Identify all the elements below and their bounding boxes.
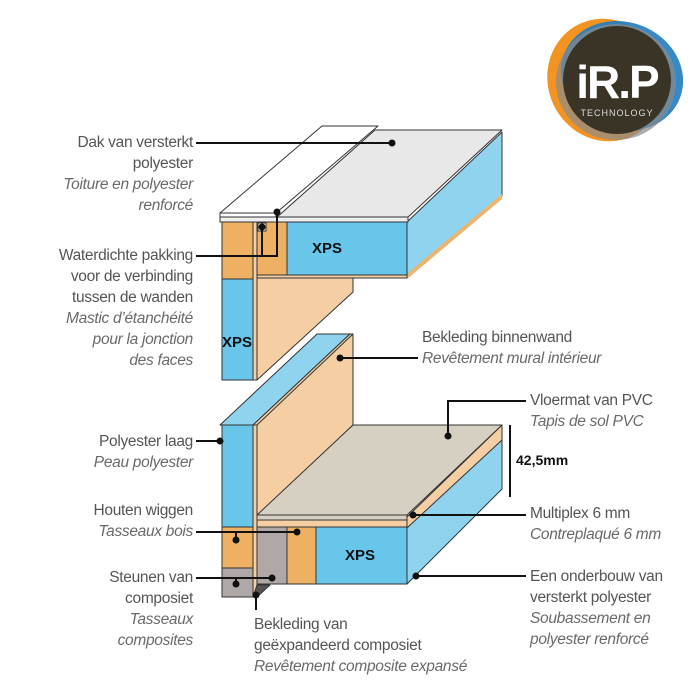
label-fr: polyester renforcé — [530, 631, 649, 648]
label-expanded-composite: Bekleding van geëxpandeerd composiet Rev… — [254, 614, 467, 677]
svg-text:XPS: XPS — [345, 547, 375, 564]
label-seal: Waterdichte pakking voor de verbinding t… — [59, 245, 193, 371]
upper-wood-wedge — [221, 221, 254, 280]
svg-text:iR.P: iR.P — [576, 56, 659, 108]
label-fr: Peau polyester — [93, 454, 194, 471]
label-roof: Dak van versterkt polyester Toiture en p… — [63, 132, 193, 216]
multiplex-layer — [256, 519, 408, 528]
label-fr: Soubassement en — [530, 610, 651, 627]
label-nl: polyester — [132, 155, 194, 172]
label-nl: Bekleding van — [254, 616, 348, 633]
label-nl: Waterdichte pakking — [58, 247, 193, 264]
leader-dots — [216, 139, 452, 599]
label-fr: Tasseaux bois — [98, 523, 193, 540]
label-nl: Een onderbouw van — [530, 568, 663, 585]
label-multiplex: Multiplex 6 mm Contreplaqué 6 mm — [530, 503, 661, 545]
label-fr: Revêtement mural intérieur — [422, 350, 602, 367]
label-nl: versterkt polyester — [530, 589, 651, 606]
svg-text:XPS: XPS — [222, 334, 252, 351]
label-nl: tussen de wanden — [71, 289, 193, 306]
label-composite-supports: Steunen van composiet Tasseaux composite… — [109, 567, 193, 651]
label-nl: Steunen van — [109, 569, 193, 586]
label-fr: Toiture en polyester — [63, 176, 193, 193]
label-nl: Multiplex 6 mm — [530, 505, 631, 522]
lower-wood-wedge — [221, 526, 254, 569]
floor-wood-wedge — [286, 526, 317, 585]
dimension-label: 42,5mm — [516, 452, 569, 468]
label-inner-wall: Bekleding binnenwand Revêtement mural in… — [422, 327, 601, 369]
label-fr: pour la jonction — [92, 331, 194, 348]
label-pvc-floor: Vloermat van PVC Tapis de sol PVC — [530, 390, 653, 432]
label-fr: Contreplaqué 6 mm — [530, 526, 662, 543]
label-fr: Revêtement composite expansé — [254, 658, 468, 675]
label-fr: renforcé — [138, 197, 194, 214]
leader-lines — [196, 142, 526, 610]
label-substructure: Een onderbouw van versterkt polyester So… — [530, 566, 663, 650]
label-fr: composites — [117, 632, 194, 649]
svg-text:TECHNOLOGY: TECHNOLOGY — [580, 108, 653, 118]
label-fr: Tapis de sol PVC — [530, 413, 644, 430]
irp-logo: iR.P TECHNOLOGY — [547, 18, 684, 142]
label-nl: Bekleding binnenwand — [422, 329, 572, 346]
label-fr: Mastic d’étanchéité — [66, 310, 193, 327]
label-nl: voor de verbinding — [70, 268, 193, 285]
label-nl: Polyester laag — [98, 433, 193, 450]
upper-wall-xps-core — [221, 278, 254, 381]
label-nl: composiet — [125, 590, 193, 607]
label-wood-wedges: Houten wiggen Tasseaux bois — [93, 500, 193, 542]
label-nl: Dak van versterkt — [77, 134, 194, 151]
roof-xps-core — [286, 221, 408, 276]
floor-xps-core — [315, 526, 408, 585]
lower-wall-xps-core — [221, 424, 254, 528]
label-polyester-layer: Polyester laag Peau polyester — [93, 431, 194, 473]
label-nl: geëxpandeerd composiet — [254, 637, 422, 654]
label-fr: Tasseaux — [129, 611, 194, 628]
label-nl: Vloermat van PVC — [530, 392, 653, 409]
svg-text:XPS: XPS — [312, 240, 342, 257]
label-nl: Houten wiggen — [93, 502, 193, 519]
label-fr: des faces — [129, 352, 193, 369]
